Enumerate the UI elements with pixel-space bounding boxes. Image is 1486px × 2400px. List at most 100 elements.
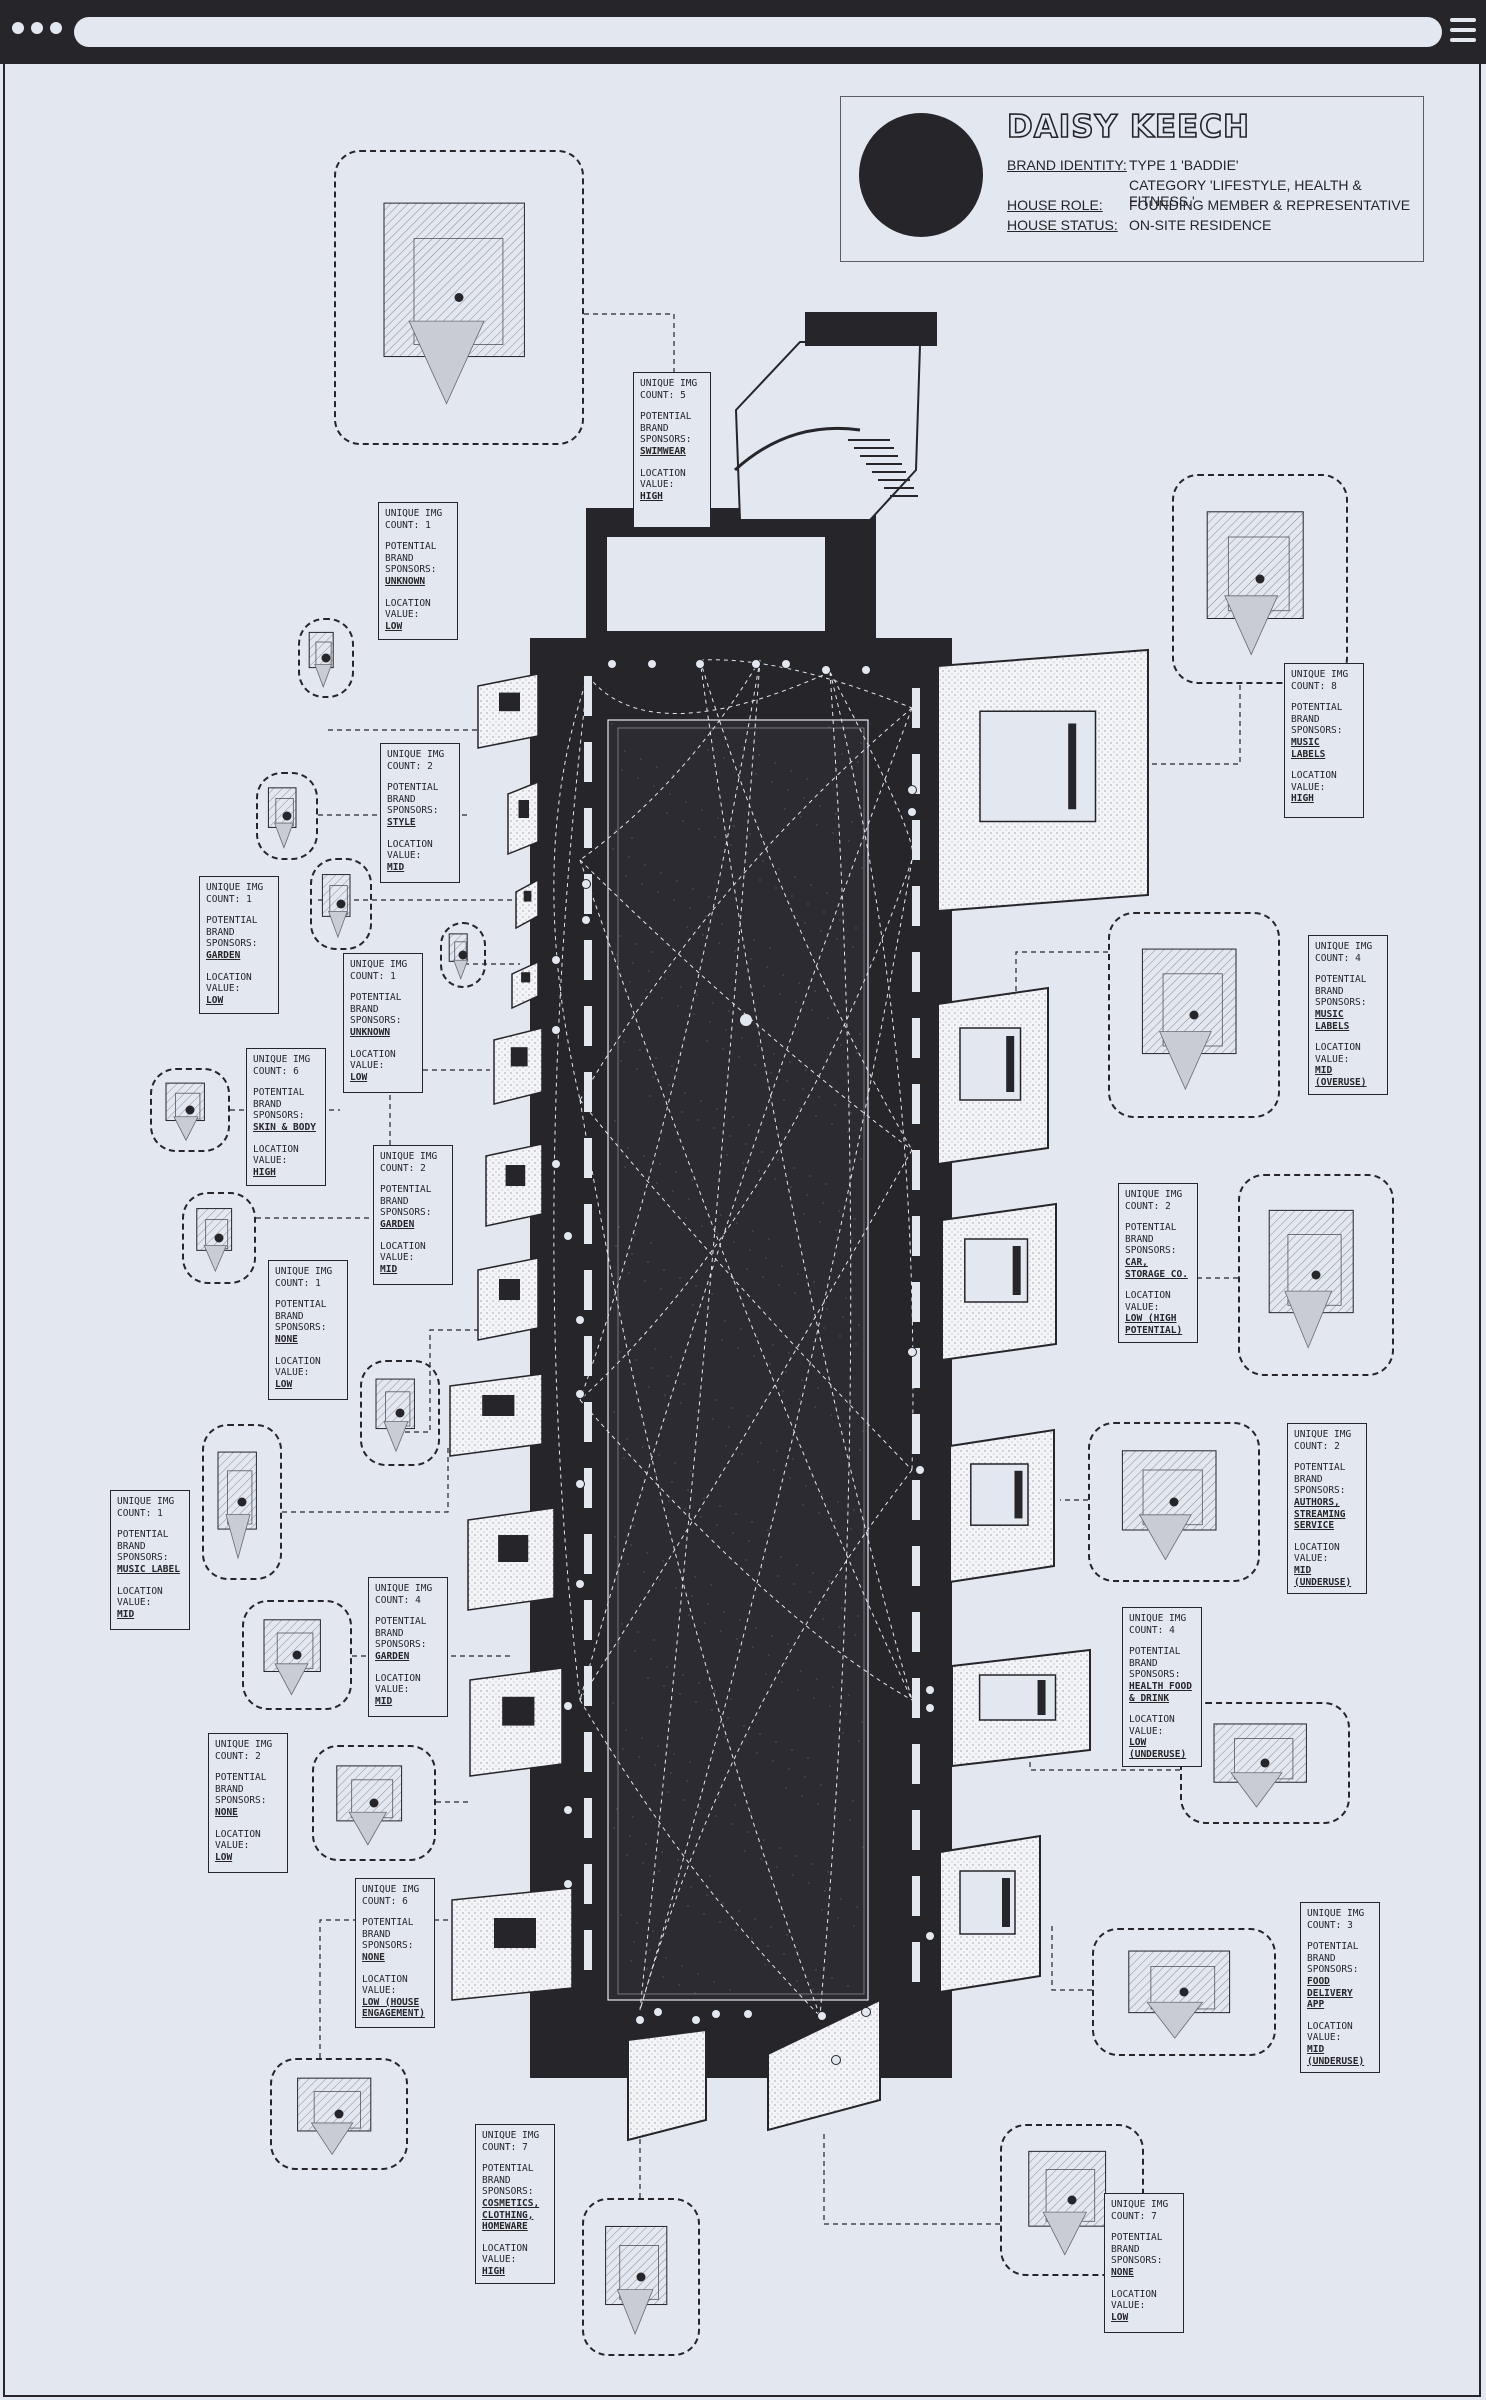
count-value: 1 (246, 893, 252, 905)
brand-identity-value: TYPE 1 'BADDIE' (1129, 157, 1239, 173)
brand-identity-label: BRAND IDENTITY: (1007, 157, 1127, 173)
count-value: 2 (420, 1162, 426, 1174)
count-label: UNIQUE IMG COUNT: (1307, 1908, 1365, 1931)
vignette-sketch (1141, 948, 1237, 1091)
address-bar[interactable] (74, 17, 1442, 47)
value-value: MID (117, 1608, 135, 1620)
sponsors-label: POTENTIAL BRAND SPONSORS: (1307, 1941, 1359, 1976)
sponsors-value: GARDEN (380, 1218, 415, 1230)
room-vignette (182, 1192, 256, 1284)
count-value: 1 (425, 519, 431, 531)
count-label: UNIQUE IMG COUNT: (1129, 1613, 1187, 1636)
window-dot-icon[interactable] (31, 22, 43, 34)
floorplan-diagram (230, 312, 1241, 2225)
value-label: LOCATION VALUE: (362, 1973, 408, 1997)
value-value: LOW (HIGH POTENTIAL) (1125, 1313, 1183, 1336)
count-value: 4 (1355, 952, 1361, 964)
value-label: LOCATION VALUE: (1129, 1714, 1175, 1737)
sponsors-label: POTENTIAL BRAND SPONSORS: (362, 1917, 414, 1952)
sponsors-label: POTENTIAL BRAND SPONSORS: (1125, 1222, 1177, 1257)
value-value: HIGH (640, 490, 663, 502)
vignette-sketch (267, 787, 297, 849)
count-label: UNIQUE IMG COUNT: (215, 1739, 273, 1762)
house-status-label: HOUSE STATUS: (1007, 217, 1118, 233)
value-label: LOCATION VALUE: (215, 1828, 261, 1852)
value-value: LOW (385, 620, 403, 632)
value-label: LOCATION VALUE: (1125, 1290, 1171, 1313)
count-value: 7 (522, 2141, 528, 2153)
vignette-sketch (263, 1619, 321, 1696)
value-label: LOCATION VALUE: (380, 1240, 426, 1264)
sponsors-value: GARDEN (375, 1650, 410, 1662)
room-vignette (1000, 2124, 1144, 2276)
sponsors-label: POTENTIAL BRAND SPONSORS: (1111, 2232, 1163, 2267)
vignette-sketch (1213, 1723, 1307, 1808)
sponsors-label: POTENTIAL BRAND SPONSORS: (375, 1616, 427, 1651)
avatar (859, 113, 983, 237)
value-value: MID (OVERUSE) (1315, 1065, 1367, 1088)
vignette-sketch (297, 2077, 372, 2156)
sponsors-value: NONE (362, 1951, 385, 1963)
house-role-value: FOUNDING MEMBER & REPRESENTATIVE (1129, 197, 1411, 213)
sponsors-value: STYLE (387, 816, 416, 828)
count-value: 7 (1151, 2210, 1157, 2222)
sponsors-label: POTENTIAL BRAND SPONSORS: (387, 782, 439, 817)
sponsors-value: MUSIC LABELS (1315, 1008, 1350, 1032)
vignette-sketch (196, 1208, 233, 1273)
window-controls[interactable] (12, 22, 62, 34)
vignette-sketch (1028, 2150, 1107, 2256)
vignette-sketch (448, 933, 469, 980)
value-label: LOCATION VALUE: (387, 838, 433, 862)
room-vignette (360, 1360, 440, 1466)
room-vignette (440, 922, 486, 988)
house-status-value: ON-SITE RESIDENCE (1129, 217, 1272, 233)
movement-paths (553, 659, 914, 2017)
count-value: 6 (402, 1895, 408, 1907)
sponsors-value: HEALTH FOOD & DRINK (1129, 1680, 1192, 1704)
count-label: UNIQUE IMG COUNT: (1294, 1429, 1352, 1452)
value-value: LOW (206, 994, 224, 1006)
value-value: HIGH (482, 2265, 505, 2277)
vignette-sketch (1121, 1450, 1217, 1561)
value-label: LOCATION VALUE: (375, 1672, 421, 1696)
count-label: UNIQUE IMG COUNT: (117, 1496, 175, 1519)
count-label: UNIQUE IMG COUNT: (385, 508, 443, 531)
value-value: MID (375, 1695, 393, 1707)
sponsors-label: POTENTIAL BRAND SPONSORS: (253, 1087, 305, 1122)
sponsors-value: NONE (215, 1806, 238, 1818)
sponsors-value: GARDEN (206, 949, 241, 961)
room-vignette (312, 1745, 436, 1861)
count-label: UNIQUE IMG COUNT: (375, 1583, 433, 1606)
category-value: CATEGORY 'LIFESTYLE, HEALTH & FITNESS.' (1129, 177, 1362, 209)
window-dot-icon[interactable] (12, 22, 24, 34)
room-vignette (150, 1068, 230, 1152)
value-label: LOCATION VALUE: (1294, 1541, 1340, 1565)
value-label: LOCATION VALUE: (275, 1355, 321, 1379)
value-value: LOW (HOUSE ENGAGEMENT) (362, 1996, 425, 2020)
room-vignette (334, 150, 584, 445)
sponsors-value: UNKNOWN (385, 575, 426, 587)
sponsors-label: POTENTIAL BRAND SPONSORS: (1129, 1646, 1181, 1681)
window-dot-icon[interactable] (50, 22, 62, 34)
sponsors-label: POTENTIAL BRAND SPONSORS: (482, 2163, 534, 2198)
room-vignette (1108, 912, 1280, 1118)
room-vignette (256, 772, 318, 860)
room-vignette (1092, 1928, 1276, 2056)
vignette-sketch (165, 1082, 205, 1142)
hamburger-menu-icon[interactable] (1450, 18, 1476, 46)
room-vignette (1172, 474, 1348, 684)
value-value: LOW (215, 1851, 233, 1863)
vignette-sketch (336, 1765, 403, 1846)
sponsors-label: POTENTIAL BRAND SPONSORS: (1294, 1462, 1346, 1497)
node-markers (551, 659, 935, 2065)
value-value: MID (UNDERUSE) (1307, 2043, 1365, 2067)
